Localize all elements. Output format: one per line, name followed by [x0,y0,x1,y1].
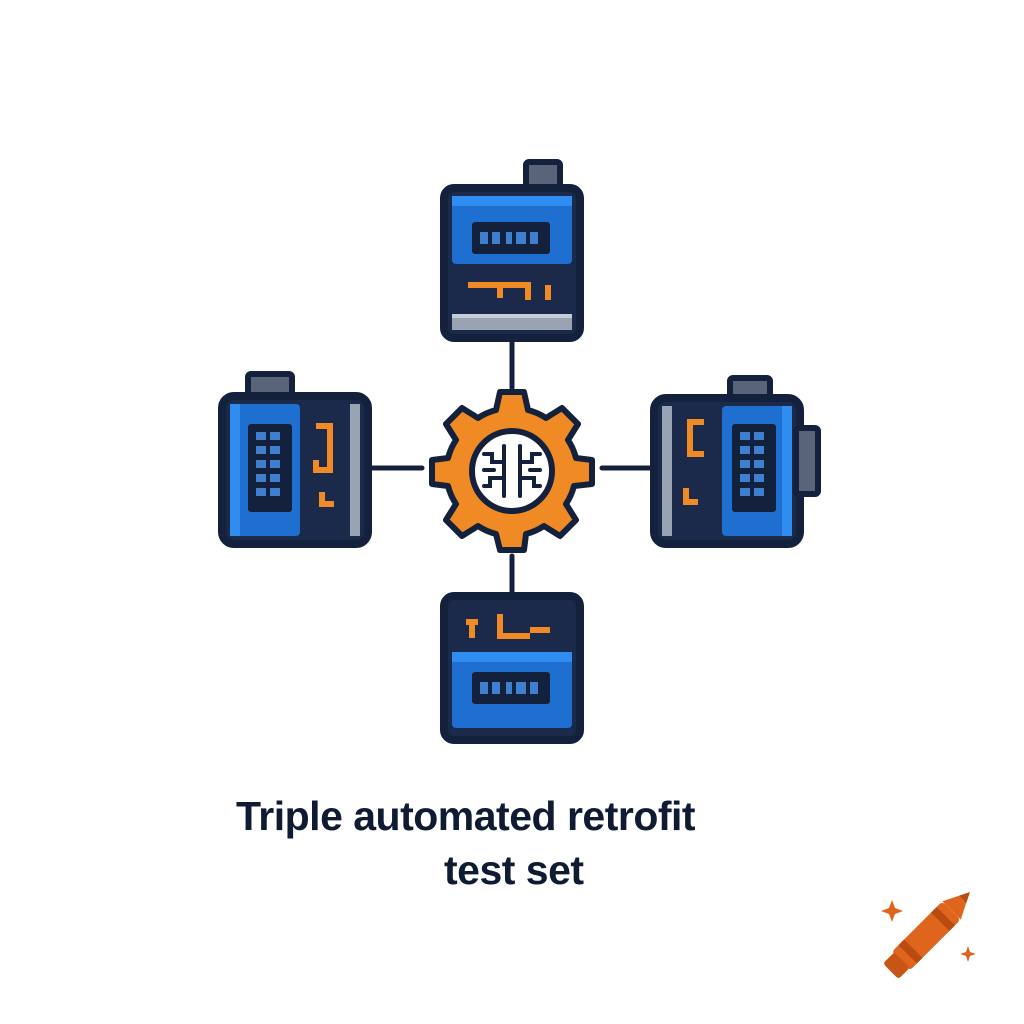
connector-lines [369,337,653,595]
crayon-icon [881,892,976,978]
bottom-device-icon [440,592,584,744]
left-device-icon [218,371,372,548]
caption-line-2: test set [444,847,584,893]
top-device-icon [440,159,584,342]
gear-circuit-icon [429,389,595,553]
caption-line-1: Triple automated retrofit [236,793,696,839]
right-device-icon [650,375,821,548]
